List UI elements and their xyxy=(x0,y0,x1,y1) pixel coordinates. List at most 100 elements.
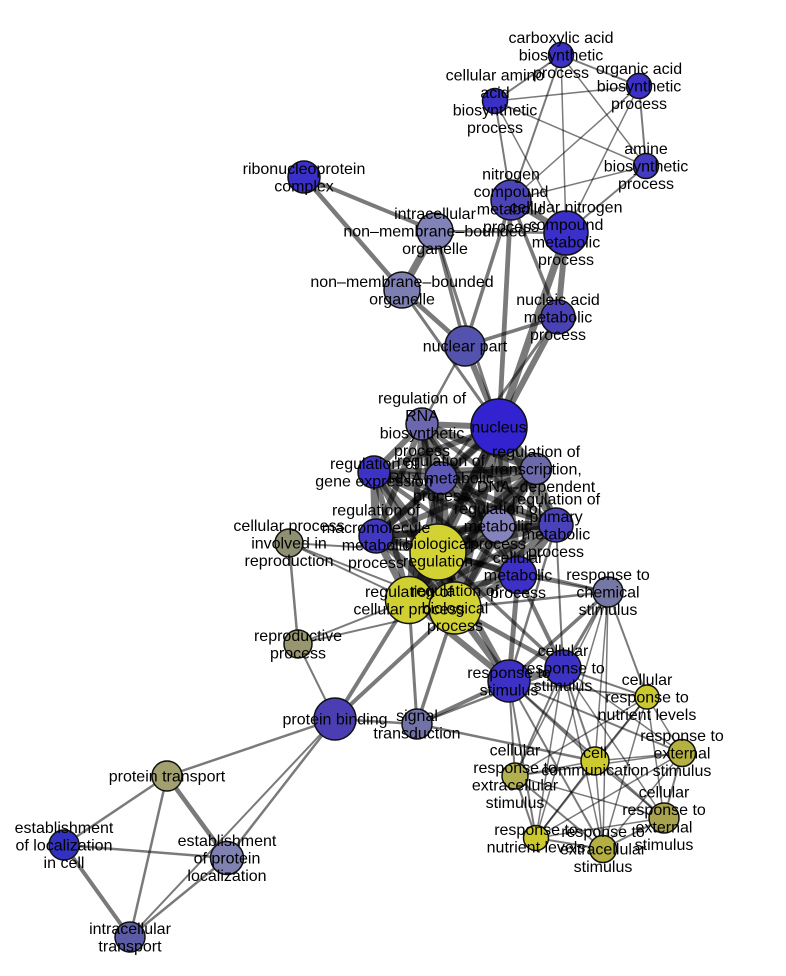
svg-text:regulation of: regulation of xyxy=(454,501,543,518)
svg-text:in cell: in cell xyxy=(44,855,85,872)
svg-text:extracellular: extracellular xyxy=(560,842,647,859)
svg-text:metabolic: metabolic xyxy=(464,519,532,536)
svg-text:acid: acid xyxy=(480,85,509,102)
svg-text:cellular: cellular xyxy=(493,550,544,567)
svg-text:external: external xyxy=(636,819,693,836)
svg-text:protein transport: protein transport xyxy=(109,769,226,786)
svg-text:stimulus: stimulus xyxy=(486,795,545,812)
svg-text:primary: primary xyxy=(529,509,582,526)
svg-text:DNA–dependent: DNA–dependent xyxy=(477,479,596,496)
svg-text:response to: response to xyxy=(566,567,650,584)
svg-text:regulation of: regulation of xyxy=(365,584,454,601)
svg-text:transcription,: transcription, xyxy=(490,462,582,479)
svg-text:regulation of: regulation of xyxy=(492,444,581,461)
svg-text:process: process xyxy=(490,585,546,602)
svg-text:metabolic: metabolic xyxy=(522,526,590,543)
svg-text:process: process xyxy=(348,555,404,572)
svg-text:biosynthetic: biosynthetic xyxy=(519,48,604,65)
svg-text:regulation of: regulation of xyxy=(330,456,419,473)
svg-text:involved in: involved in xyxy=(251,536,327,553)
svg-text:nucleus: nucleus xyxy=(471,420,526,437)
svg-text:external: external xyxy=(654,746,711,763)
svg-text:biological: biological xyxy=(405,536,472,553)
svg-text:localization: localization xyxy=(187,868,266,885)
svg-text:macromolecule: macromolecule xyxy=(322,520,431,537)
svg-text:metabolic: metabolic xyxy=(484,568,552,585)
svg-text:response to: response to xyxy=(467,665,551,682)
svg-text:transport: transport xyxy=(98,938,162,955)
svg-text:regulation of: regulation of xyxy=(332,502,421,519)
svg-text:stimulus: stimulus xyxy=(480,682,539,699)
svg-text:cellular process: cellular process xyxy=(233,518,344,535)
svg-text:intracellular: intracellular xyxy=(89,921,171,938)
svg-text:stimulus: stimulus xyxy=(653,763,712,780)
svg-text:biosynthetic: biosynthetic xyxy=(380,425,465,442)
svg-text:cellular process: cellular process xyxy=(353,601,464,618)
svg-text:response to: response to xyxy=(622,802,706,819)
svg-text:intracellular: intracellular xyxy=(394,206,476,223)
svg-text:amine: amine xyxy=(624,141,668,158)
svg-text:RNA: RNA xyxy=(405,408,439,425)
svg-text:regulation of: regulation of xyxy=(397,453,486,470)
svg-text:regulation of: regulation of xyxy=(378,390,467,407)
svg-text:metabolic: metabolic xyxy=(524,310,592,327)
svg-text:process: process xyxy=(427,618,483,635)
svg-text:signal: signal xyxy=(396,708,438,725)
svg-text:process: process xyxy=(470,536,526,553)
svg-text:process: process xyxy=(528,544,584,561)
svg-text:process: process xyxy=(611,96,667,113)
svg-text:cellular nitrogen: cellular nitrogen xyxy=(510,199,623,216)
svg-text:of protein: of protein xyxy=(194,851,261,868)
svg-text:process: process xyxy=(270,645,326,662)
svg-text:response to: response to xyxy=(640,728,724,745)
svg-text:response to: response to xyxy=(494,822,578,839)
svg-text:gene expression: gene expression xyxy=(315,473,432,490)
svg-text:non–membrane–bounded: non–membrane–bounded xyxy=(343,224,526,241)
svg-text:cell: cell xyxy=(583,745,607,762)
svg-text:regulation of: regulation of xyxy=(512,491,601,508)
svg-text:response to: response to xyxy=(521,661,605,678)
svg-text:response to: response to xyxy=(473,760,557,777)
svg-text:process: process xyxy=(533,65,589,82)
svg-text:process: process xyxy=(394,443,450,460)
svg-text:extracellular: extracellular xyxy=(472,777,559,794)
svg-text:communication: communication xyxy=(541,762,649,779)
svg-text:organic acid: organic acid xyxy=(596,61,682,78)
svg-text:nuclear part: nuclear part xyxy=(423,339,508,356)
svg-text:stimulus: stimulus xyxy=(579,602,638,619)
svg-text:response to: response to xyxy=(605,690,689,707)
svg-text:regulation: regulation xyxy=(403,553,473,570)
svg-text:complex: complex xyxy=(274,178,334,195)
svg-text:stimulus: stimulus xyxy=(574,859,633,876)
svg-text:compound: compound xyxy=(474,184,549,201)
svg-text:reproductive: reproductive xyxy=(254,628,342,645)
svg-text:nutrient levels: nutrient levels xyxy=(598,707,697,724)
svg-text:response to: response to xyxy=(561,824,645,841)
svg-text:non–membrane–bounded: non–membrane–bounded xyxy=(310,274,493,291)
svg-text:ribonucleoprotein: ribonucleoprotein xyxy=(243,161,366,178)
svg-text:biosynthetic: biosynthetic xyxy=(597,79,682,96)
svg-text:metabolic: metabolic xyxy=(532,234,600,251)
svg-text:biosynthetic: biosynthetic xyxy=(453,102,538,119)
svg-text:RNA metabolic: RNA metabolic xyxy=(388,471,494,488)
svg-text:chemical: chemical xyxy=(576,585,639,602)
svg-text:stimulus: stimulus xyxy=(635,837,694,854)
svg-text:stimulus: stimulus xyxy=(534,678,593,695)
svg-text:process: process xyxy=(538,252,594,269)
svg-text:regulation of: regulation of xyxy=(411,583,500,600)
svg-text:metabolic: metabolic xyxy=(477,201,545,218)
svg-text:nutrient levels: nutrient levels xyxy=(487,839,586,856)
svg-text:transduction: transduction xyxy=(373,725,460,742)
svg-text:nitrogen: nitrogen xyxy=(482,166,540,183)
svg-text:establishment: establishment xyxy=(15,820,114,837)
svg-text:process: process xyxy=(483,219,539,236)
svg-text:process: process xyxy=(618,176,674,193)
svg-text:cellular amino: cellular amino xyxy=(446,67,545,84)
svg-text:of localization: of localization xyxy=(16,838,113,855)
svg-text:cellular: cellular xyxy=(622,672,673,689)
svg-text:protein binding: protein binding xyxy=(283,712,388,729)
svg-text:cellular: cellular xyxy=(538,643,589,660)
svg-text:establishment: establishment xyxy=(178,833,277,850)
svg-text:biological: biological xyxy=(422,601,489,618)
svg-text:cellular: cellular xyxy=(639,784,690,801)
